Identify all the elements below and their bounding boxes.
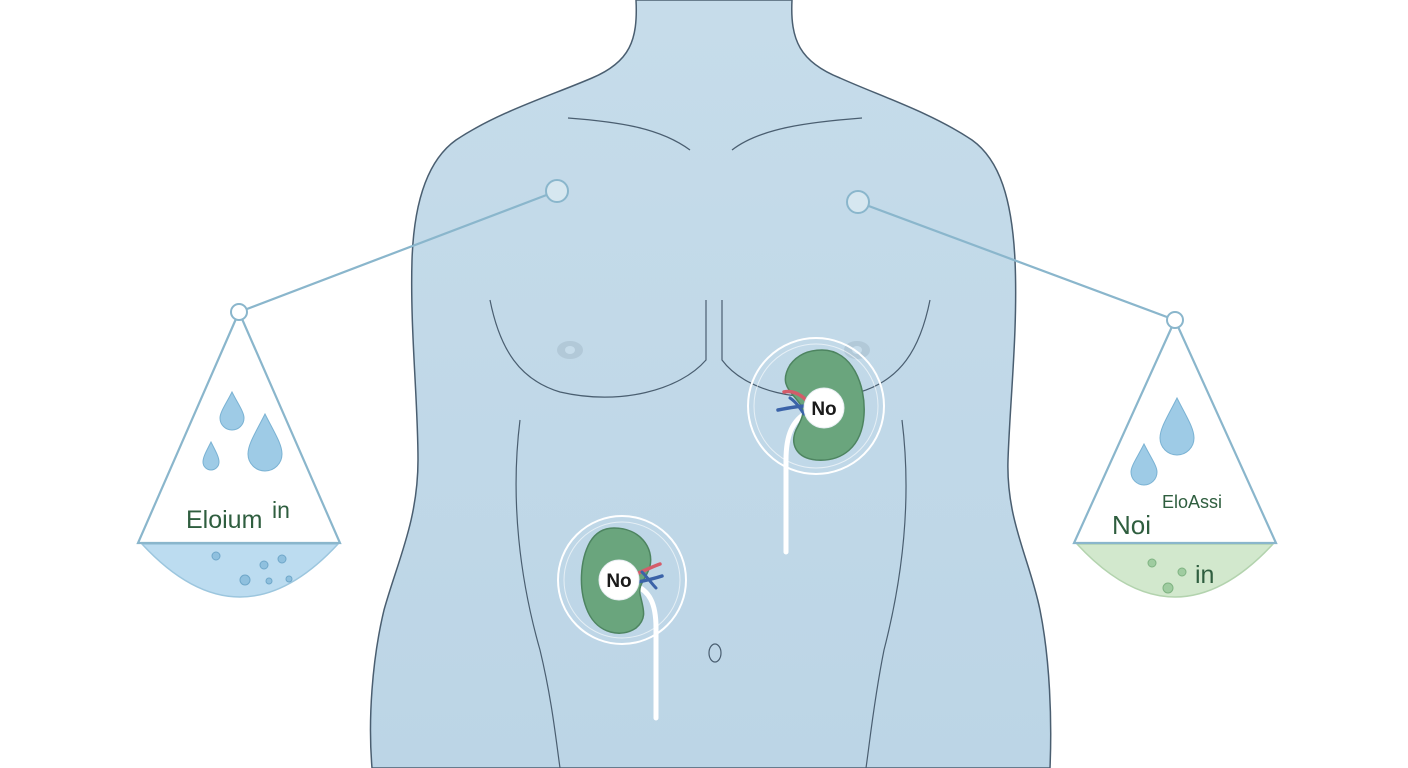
left-collarbone [567, 117, 691, 151]
left-arm-line [515, 419, 561, 768]
right-scale-label: Noi [1112, 510, 1151, 540]
shoulder-node-right [846, 190, 870, 214]
bubble [259, 560, 269, 570]
droplet-icon [219, 390, 245, 431]
kidney-lower-label: No [606, 571, 631, 592]
connector-left [238, 179, 569, 314]
kidney-upper-badge [803, 387, 845, 429]
left-scale: Eloium in [136, 303, 342, 598]
right-scale-label-sup: EloAssi [1162, 492, 1222, 512]
left-scale-pivot [230, 303, 248, 321]
kidney-upper-label: No [811, 399, 836, 420]
shoulder-node-left [545, 179, 569, 203]
left-scale-bowl [140, 543, 340, 598]
kidney-upper: No [747, 337, 885, 555]
right-nipple-center [852, 346, 862, 354]
droplet-icon [1130, 442, 1158, 486]
torso-outline [369, 0, 1052, 768]
droplet-icon [202, 440, 220, 471]
droplet-icon [247, 412, 283, 472]
navel [708, 643, 722, 663]
left-scale-label-sup: in [272, 497, 290, 523]
kidney-lower: No [557, 515, 687, 721]
right-arm-line [865, 419, 907, 768]
bubble [1177, 567, 1187, 577]
droplet-icon [1159, 396, 1195, 456]
bubble [211, 551, 221, 561]
left-pectoral-line [489, 299, 707, 398]
right-scale: Noi EloAssi in [1072, 311, 1278, 598]
connector-right [846, 190, 1176, 322]
vein [640, 570, 658, 590]
left-scale-label: Eloium [186, 506, 262, 534]
kidney-lower-halo-inner [563, 521, 681, 639]
torso [369, 0, 1052, 768]
left-nipple-center [565, 346, 575, 354]
right-scale-bowl [1075, 543, 1275, 598]
kidney-lower-badge [598, 559, 640, 601]
bubble [277, 554, 287, 564]
kidney-upper-halo [747, 337, 885, 475]
vein [788, 396, 806, 416]
kidney-lower-halo [557, 515, 687, 645]
bubble [265, 577, 273, 585]
right-collarbone [731, 117, 863, 151]
right-scale-label-bottom: in [1195, 561, 1214, 589]
right-scale-pivot [1166, 311, 1184, 329]
artery [634, 562, 662, 576]
vein [636, 574, 664, 584]
bubble [1147, 558, 1157, 568]
artery [782, 389, 808, 402]
bubble [1162, 582, 1174, 594]
bubble [239, 574, 251, 586]
bubble [285, 575, 293, 583]
kidney-upper-halo-inner [753, 343, 879, 469]
